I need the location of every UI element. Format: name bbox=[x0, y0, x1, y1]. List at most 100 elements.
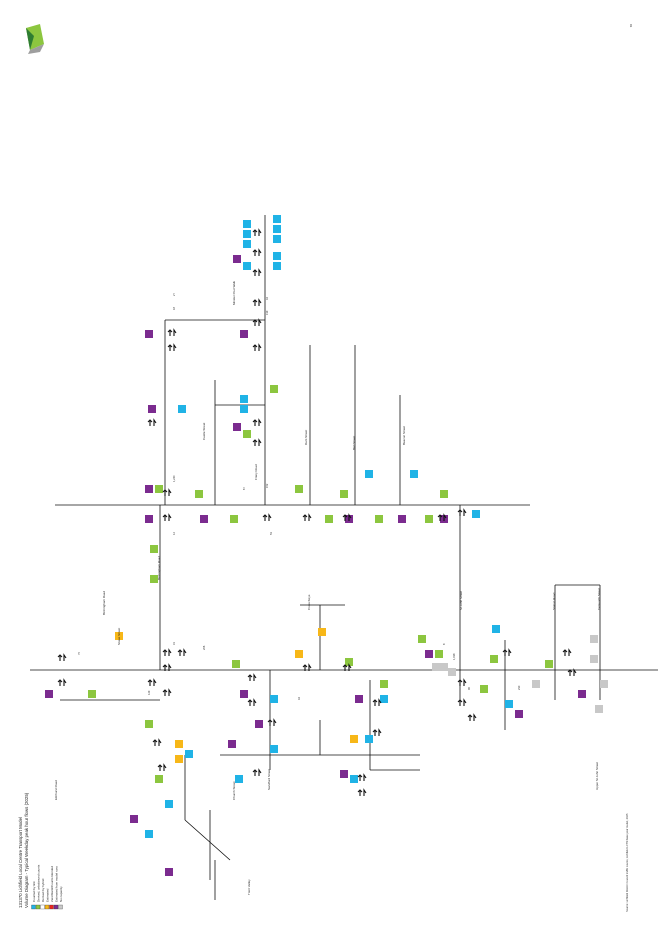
arrow-stroke bbox=[147, 418, 157, 426]
turn-arrow bbox=[252, 298, 262, 306]
arrow-stroke bbox=[252, 438, 262, 446]
turn-arrow bbox=[457, 678, 467, 686]
count-box-green bbox=[155, 775, 163, 783]
count-box-purple bbox=[340, 770, 348, 778]
arrow-stroke bbox=[57, 653, 67, 661]
count-label: 1,240 bbox=[172, 475, 176, 482]
street-label: Church Street bbox=[232, 781, 236, 800]
legend-label: Derived by hybrid bbox=[41, 878, 45, 902]
count-box-blue bbox=[178, 405, 186, 413]
title-line-1: 131370 Lichfield Local Centre Transport … bbox=[18, 817, 23, 908]
count-box-grey bbox=[448, 668, 456, 676]
count-label: 44 bbox=[297, 697, 301, 700]
turn-arrow bbox=[157, 763, 167, 771]
count-boxes bbox=[45, 215, 608, 876]
turn-arrow bbox=[302, 513, 312, 521]
count-box-purple bbox=[515, 710, 523, 718]
count-box-blue bbox=[505, 700, 513, 708]
turn-arrow bbox=[372, 698, 382, 706]
count-box-purple bbox=[398, 515, 406, 523]
arrow-stroke bbox=[262, 513, 272, 521]
street-label: Dam Street bbox=[304, 430, 308, 445]
legend-swatch bbox=[49, 904, 54, 910]
count-box-blue bbox=[243, 262, 251, 270]
turn-arrow bbox=[437, 513, 447, 521]
arrow-stroke bbox=[252, 318, 262, 326]
count-box-blue bbox=[273, 235, 281, 243]
turn-arrow bbox=[57, 678, 67, 686]
count-box-blue bbox=[273, 252, 281, 260]
count-box-purple bbox=[145, 485, 153, 493]
street-label: Castle Street bbox=[202, 422, 206, 440]
arrow-stroke bbox=[167, 343, 177, 351]
turn-arrow bbox=[252, 268, 262, 276]
turn-arrow bbox=[252, 418, 262, 426]
arrow-stroke bbox=[252, 418, 262, 426]
turn-arrow bbox=[357, 788, 367, 796]
legend-swatch bbox=[53, 904, 59, 910]
arrow-stroke bbox=[267, 718, 277, 726]
arrow-stroke bbox=[162, 488, 172, 496]
turn-arrow bbox=[147, 418, 157, 426]
count-box-grey bbox=[590, 635, 598, 643]
arrow-stroke bbox=[342, 513, 352, 521]
arrow-stroke bbox=[457, 508, 467, 516]
arrow-stroke bbox=[167, 328, 177, 336]
arrow-stroke bbox=[302, 513, 312, 521]
turn-arrow bbox=[357, 773, 367, 781]
turn-arrow bbox=[252, 318, 262, 326]
count-box-blue bbox=[380, 695, 388, 703]
count-box-green bbox=[435, 650, 443, 658]
count-box-blue bbox=[365, 735, 373, 743]
count-box-blue bbox=[273, 225, 281, 233]
arrow-stroke bbox=[437, 513, 447, 521]
turn-arrow bbox=[167, 328, 177, 336]
count-box-purple bbox=[145, 330, 153, 338]
count-label: 27 bbox=[172, 293, 176, 296]
count-box-purple bbox=[355, 695, 363, 703]
arrow-stroke bbox=[162, 688, 172, 696]
count-box-grey bbox=[440, 663, 448, 671]
count-box-green bbox=[243, 430, 251, 438]
street-label: Birmingham Road bbox=[102, 591, 106, 615]
count-box-orange bbox=[295, 650, 303, 658]
count-box-purple bbox=[578, 690, 586, 698]
count-label: 230 bbox=[517, 685, 521, 690]
count-box-orange bbox=[350, 735, 358, 743]
legend-label: Zero/blank/Counts blended bbox=[50, 866, 54, 902]
count-box-grey bbox=[532, 680, 540, 688]
turn-arrow bbox=[247, 698, 257, 706]
road-segment bbox=[184, 819, 231, 861]
count-box-purple bbox=[425, 650, 433, 658]
arrow-stroke bbox=[502, 648, 512, 656]
count-box-blue bbox=[243, 230, 251, 238]
count-box-purple bbox=[240, 690, 248, 698]
turn-arrow bbox=[262, 513, 272, 521]
turn-arrow bbox=[57, 653, 67, 661]
street-label: Stowe Street bbox=[117, 628, 121, 645]
turn-arrow bbox=[252, 438, 262, 446]
arrow-stroke bbox=[342, 663, 352, 671]
count-box-purple bbox=[233, 255, 241, 263]
count-label: 206 bbox=[202, 645, 206, 650]
turn-arrow bbox=[162, 488, 172, 496]
legend-label: No capacity bbox=[59, 886, 63, 902]
title-line-2: Volume Diagram - Typical Weekday peak ho… bbox=[24, 792, 29, 908]
turn-arrow bbox=[562, 648, 572, 656]
turn-arrow bbox=[372, 728, 382, 736]
arrow-stroke bbox=[57, 678, 67, 686]
street-label: Cross Keys bbox=[307, 594, 311, 610]
arrow-stroke bbox=[252, 228, 262, 236]
count-box-grey bbox=[595, 705, 603, 713]
count-box-blue bbox=[235, 775, 243, 783]
arrow-stroke bbox=[567, 668, 577, 676]
count-box-purple bbox=[200, 515, 208, 523]
street-label: Upper St John Street bbox=[595, 762, 599, 790]
turn-arrow bbox=[502, 648, 512, 656]
count-box-purple bbox=[165, 868, 173, 876]
street-label: Friary Road bbox=[254, 464, 258, 480]
turn-arrows bbox=[57, 228, 577, 796]
arrow-stroke bbox=[252, 343, 262, 351]
turn-arrow bbox=[342, 663, 352, 671]
